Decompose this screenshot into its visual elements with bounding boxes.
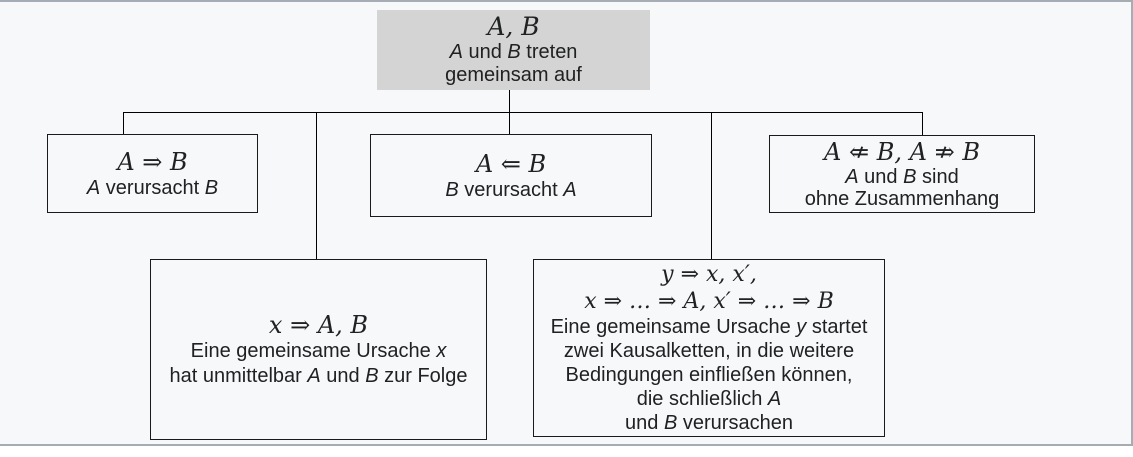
node-common-cause: x ⇒ A, B Eine gemeinsame Ursache x hat u… — [150, 259, 487, 440]
node-no-connection-caption-line: A und B sind — [845, 166, 959, 188]
node-b-causes-a-formula: A ⇐ B — [475, 149, 547, 178]
tree-connector-lines — [123, 90, 923, 260]
node-no-connection-caption-line: ohne Zusammenhang — [804, 188, 1000, 210]
node-causal-chains-caption-line: und B verursachen — [625, 412, 793, 434]
node-causal-chains-caption-line: zwei Kausalketten, in die weitere — [563, 340, 855, 362]
node-no-connection: A ⇍ B, A ⇏ B A und B sind ohne Zusammenh… — [769, 135, 1035, 213]
node-causal-chains-caption-line: Bedingungen einfließen können, — [565, 364, 853, 386]
node-causal-chains-caption-line: die schließlich A — [636, 388, 782, 410]
node-a-causes-b-formula: A ⇒ B — [117, 147, 188, 176]
node-causal-chains-formula-line1: y ⇒ x, x′, — [661, 262, 757, 287]
node-causal-chains: y ⇒ x, x′, x ⇒ … ⇒ A, x′ ⇒ … ⇒ B Eine ge… — [533, 259, 885, 437]
node-a-causes-b-caption-line: A verursacht B — [86, 176, 219, 199]
node-joint-occurrence-caption-line: A und B treten — [449, 41, 578, 63]
node-b-causes-a: A ⇐ B B verursacht A — [370, 134, 652, 217]
node-causal-chains-caption-line: Eine gemeinsame Ursache y startet — [550, 316, 868, 338]
node-causal-chains-formula-line2: x ⇒ … ⇒ A, x′ ⇒ … ⇒ B — [584, 289, 834, 314]
node-common-cause-caption-line: hat unmittelbar A und B zur Folge — [169, 364, 468, 387]
node-joint-occurrence-formula: A, B — [487, 12, 540, 41]
node-a-causes-b: A ⇒ B A verursacht B — [47, 134, 258, 213]
node-b-causes-a-caption-line: B verursacht A — [445, 178, 577, 201]
node-joint-occurrence-caption-line: gemeinsam auf — [445, 64, 582, 86]
diagram-panel: A, B A und B treten gemeinsam auf A ⇒ B … — [0, 0, 1133, 446]
node-joint-occurrence: A, B A und B treten gemeinsam auf — [377, 10, 650, 90]
node-common-cause-formula: x ⇒ A, B — [268, 310, 369, 339]
node-common-cause-caption-line: Eine gemeinsame Ursache x — [190, 339, 447, 362]
node-no-connection-formula: A ⇍ B, A ⇏ B — [824, 138, 980, 166]
